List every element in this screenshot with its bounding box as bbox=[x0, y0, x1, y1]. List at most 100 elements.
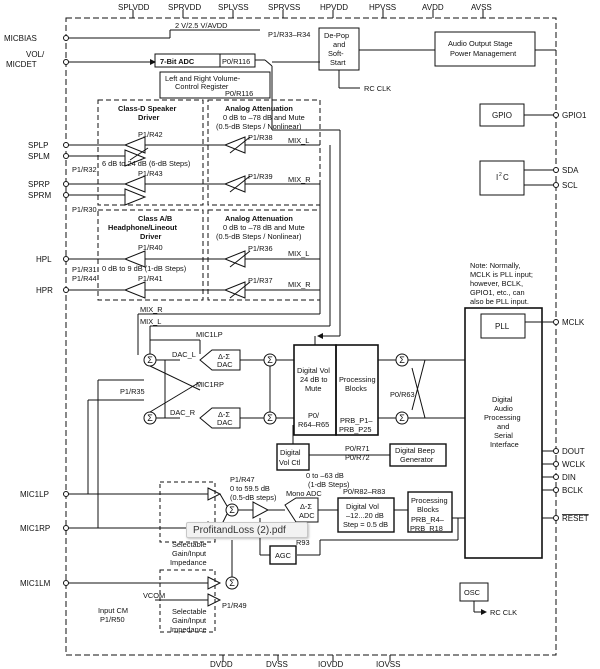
dac-l-dac-label: DAC bbox=[217, 360, 233, 369]
pin-mic1lm: MIC1LM bbox=[20, 579, 51, 588]
pin-top-5: HPVSS bbox=[369, 3, 396, 12]
dap-label-3: Processing bbox=[484, 413, 521, 422]
beep-range-label-1: 0 to –63 dB bbox=[306, 471, 344, 480]
p1r39-label: P1/R39 bbox=[248, 172, 273, 181]
sel2-label-2: Gain/Input bbox=[172, 616, 206, 625]
dvc-label-1: Digital bbox=[280, 448, 301, 457]
classd-label-1: Class-D Speaker bbox=[118, 104, 176, 113]
pin-top-6: AVDD bbox=[422, 3, 444, 12]
adc-ds-label: Δ-Σ bbox=[300, 502, 312, 511]
pin-top-0: SPLVDD bbox=[118, 3, 150, 12]
micbias-pin bbox=[63, 35, 69, 41]
svg-text:Σ: Σ bbox=[147, 413, 153, 423]
note-line-5: also be PLL input. bbox=[470, 297, 529, 306]
pb1-label-1: Processing bbox=[339, 375, 376, 384]
pin-bclk: BCLK bbox=[562, 486, 584, 495]
pin-hpr: HPR bbox=[36, 286, 53, 295]
hp-gain-label: 0 dB to 9 dB (1-dB Steps) bbox=[102, 264, 186, 273]
classd-label-2: Driver bbox=[138, 113, 159, 122]
p1r31-label: P1/R31 bbox=[72, 265, 97, 274]
sel1-label-3: Impedance bbox=[170, 558, 207, 567]
vol-reg-label-3: P0/R116 bbox=[225, 89, 253, 98]
p1r42-label: P1/R42 bbox=[138, 130, 163, 139]
pin-sprm: SPRM bbox=[28, 191, 51, 200]
input-cm-label-2: P1/R50 bbox=[100, 615, 125, 624]
pin-bottom-2: IOVDD bbox=[318, 660, 344, 669]
depop-label-2: and bbox=[333, 40, 345, 49]
pb1-label-3: PRB_P1– bbox=[340, 416, 373, 425]
pin-top-2: SPLVSS bbox=[218, 3, 249, 12]
vcom-label: VCOM bbox=[143, 591, 165, 600]
pin-top-1: SPRVDD bbox=[168, 3, 201, 12]
p1r36-label: P1/R36 bbox=[248, 244, 273, 253]
p1r37-label: P1/R37 bbox=[248, 276, 273, 285]
p0r82-label: P0/R82–R83 bbox=[343, 487, 385, 496]
aa2-label-3: (0.5-dB Steps / Nonlinear) bbox=[216, 232, 301, 241]
aa1-label-1: Analog Attenuation bbox=[225, 104, 293, 113]
power-mgmt-label-2: Power Management bbox=[450, 49, 516, 58]
chip-boundary bbox=[65, 17, 557, 656]
sel1-label-1: Selectable bbox=[172, 540, 207, 549]
dv1-label-4: P0/ bbox=[308, 411, 320, 420]
pin-top-3: SPRVSS bbox=[268, 3, 300, 12]
dv2-label-3: Step = 0.5 dB bbox=[343, 520, 388, 529]
pin-dout: DOUT bbox=[562, 447, 585, 456]
p1r43-label: P1/R43 bbox=[138, 169, 163, 178]
sel2-label-3: Impedance bbox=[170, 625, 207, 634]
pb1-label-2: Blocks bbox=[345, 384, 367, 393]
sel2-label-1: Selectable bbox=[172, 607, 207, 616]
digital-vol2-box bbox=[337, 497, 395, 533]
pb2-label-2: Blocks bbox=[417, 505, 439, 514]
depop-label-1: De-Pop bbox=[324, 31, 349, 40]
depop-label-4: Start bbox=[330, 58, 346, 67]
dv1-label-3: Mute bbox=[305, 384, 321, 393]
dap-label-6: Interface bbox=[490, 440, 519, 449]
pin-sprp: SPRP bbox=[28, 180, 50, 189]
dv1-label-1: Digital Vol bbox=[297, 366, 330, 375]
note-line-4: GPIO1, etc., can bbox=[470, 288, 525, 297]
svg-text:C: C bbox=[503, 173, 509, 182]
power-mgmt-label-1: Audio Output Stage bbox=[448, 39, 513, 48]
p1r32-label: P1/R32 bbox=[72, 165, 97, 174]
processing-blocks-box bbox=[335, 344, 379, 436]
dap-label-4: and bbox=[497, 422, 509, 431]
p0r63-label: P0/R63 bbox=[390, 390, 415, 399]
p1r33-label: P1/R33–R34 bbox=[268, 30, 310, 39]
pga-range-label-1: 0 to 59.5 dB bbox=[230, 484, 270, 493]
svg-text:Σ: Σ bbox=[147, 355, 153, 365]
p1r41-label: P1/R41 bbox=[138, 274, 163, 283]
pin-top-7: AVSS bbox=[471, 3, 492, 12]
vol-micdet-pin bbox=[63, 59, 69, 65]
mic1lp-internal-label: MIC1LP bbox=[196, 330, 223, 339]
svg-text:Σ: Σ bbox=[267, 413, 273, 423]
pin-splm: SPLM bbox=[28, 152, 50, 161]
dac-r-ds-label: Δ-Σ bbox=[218, 410, 230, 419]
pb2-label-3: PRB_R4– bbox=[411, 515, 445, 524]
i2c-box bbox=[479, 160, 525, 196]
pin-reset: RESET bbox=[562, 514, 589, 523]
dac-r-dac-label: DAC bbox=[217, 418, 233, 427]
note-line-3: however, BCLK, bbox=[470, 279, 523, 288]
dac-r-label: DAC_R bbox=[170, 408, 195, 417]
sel1-label-2: Gain/Input bbox=[172, 549, 206, 558]
classab-label-3: Driver bbox=[140, 232, 161, 241]
dap-box bbox=[464, 307, 543, 559]
pin-gpio1: GPIO1 bbox=[562, 111, 587, 120]
gpio-label: GPIO bbox=[492, 111, 512, 120]
p0r116-label: P0/R116 bbox=[222, 57, 250, 66]
pin-bottom-0: DVDD bbox=[210, 660, 233, 669]
dv1-label-2: 24 dB to bbox=[300, 375, 328, 384]
spk-gain-label: 6 dB to 24 dB (6-dB Steps) bbox=[102, 159, 190, 168]
beep-range-label-2: (1-dB Steps) bbox=[308, 480, 350, 489]
pin-hpl: HPL bbox=[36, 255, 52, 264]
aa1-label-3: (0.5-dB Steps / Nonlinear) bbox=[216, 122, 301, 131]
svg-text:Σ: Σ bbox=[399, 413, 405, 423]
pll-label: PLL bbox=[495, 322, 510, 331]
classd-box bbox=[97, 99, 204, 206]
svg-text:Σ: Σ bbox=[399, 355, 405, 365]
svg-text:Σ: Σ bbox=[267, 355, 273, 365]
pin-vol: VOL/ bbox=[26, 50, 45, 59]
i2c-label: I bbox=[496, 173, 498, 182]
mix-r-label-3: MIX_R bbox=[140, 305, 163, 314]
pin-micdet: MICDET bbox=[6, 60, 37, 69]
